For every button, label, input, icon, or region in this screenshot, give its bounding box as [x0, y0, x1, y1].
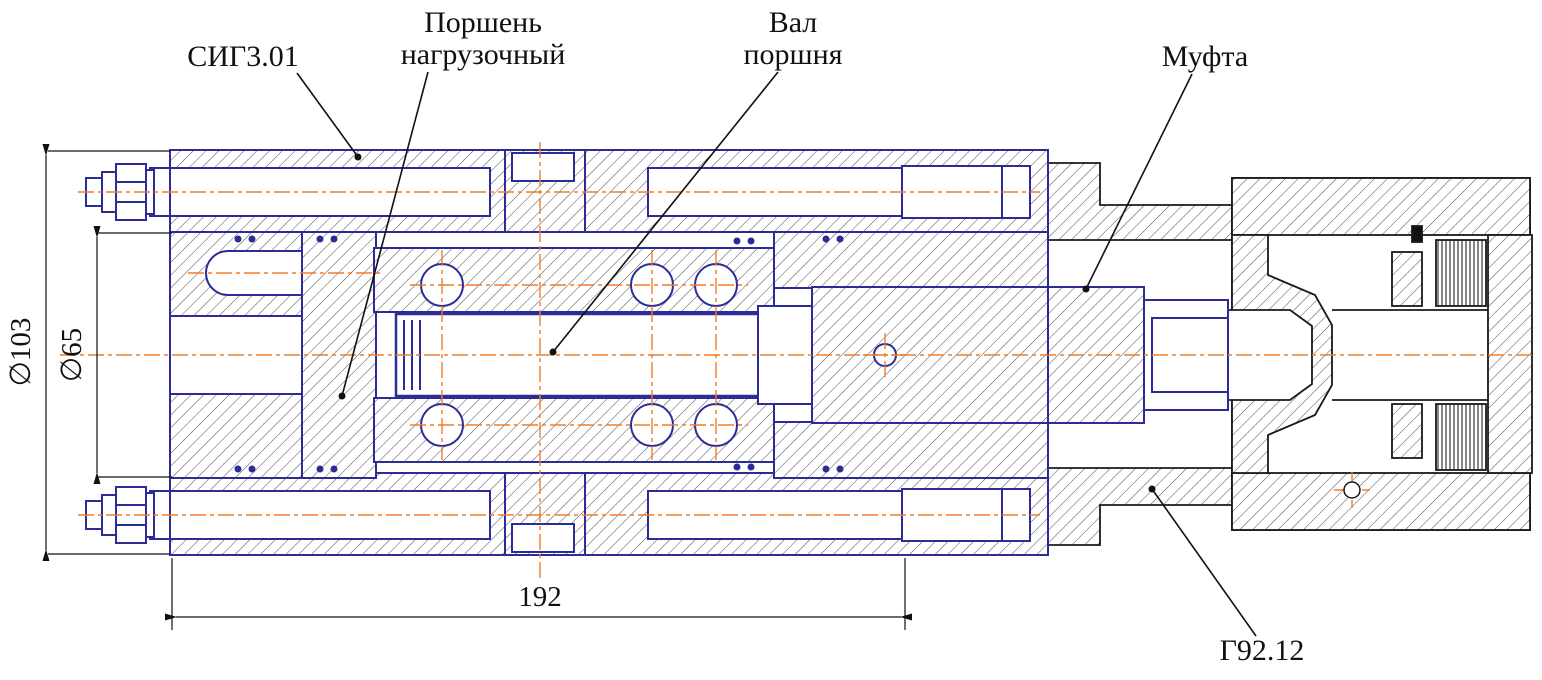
dim-103-label: ∅103 [5, 318, 37, 387]
bearing-assembly [373, 247, 775, 463]
leader-shaft [552, 71, 779, 353]
o-rings [234, 235, 844, 473]
collar-bottom [1047, 467, 1233, 546]
leader-lines [296, 71, 1257, 637]
centerlines [60, 142, 1535, 580]
spring-stack-bottom [1435, 403, 1487, 471]
spring-stack-top [1435, 239, 1487, 307]
collar-top [1047, 162, 1233, 241]
right-cap-top [773, 231, 1049, 289]
label-piston-line1: Поршень [424, 6, 542, 39]
dimension-192 [165, 558, 912, 630]
right-housing [1047, 162, 1533, 546]
label-shaft-line2: поршня [743, 38, 842, 71]
dimension-d103 [42, 144, 170, 561]
leader-piston [341, 71, 429, 397]
label-coupling: Муфта [1162, 40, 1248, 73]
coupling-hole [1343, 481, 1361, 499]
dim-65-label: ∅65 [56, 328, 88, 382]
dimension-d65 [93, 226, 172, 484]
label-unit: Г92.12 [1220, 634, 1305, 667]
dim-192-label: 192 [518, 581, 562, 613]
bottom-rail [149, 472, 1049, 556]
top-rail [149, 149, 1049, 233]
label-shaft-line1: Вал [769, 6, 818, 39]
leader-sig [296, 72, 359, 158]
label-piston-line2: нагрузочный [401, 38, 566, 71]
leader-coupling [1085, 73, 1193, 290]
leader-unit [1151, 488, 1257, 637]
right-cap-bottom [773, 421, 1049, 479]
label-sig: СИГ3.01 [187, 40, 299, 73]
